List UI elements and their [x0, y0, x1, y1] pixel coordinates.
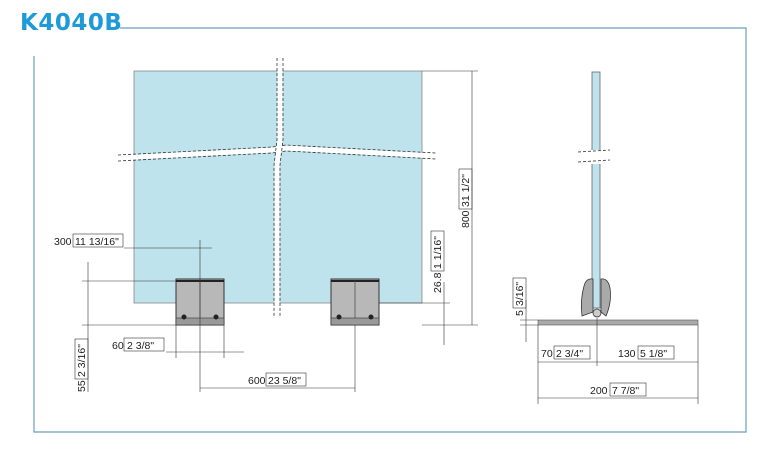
svg-text:55: 55	[76, 380, 88, 392]
svg-text:2 3/16": 2 3/16"	[76, 344, 88, 377]
svg-text:5 1/8": 5 1/8"	[640, 348, 667, 360]
break-line-vertical	[274, 58, 283, 318]
svg-text:26.8: 26.8	[432, 272, 444, 293]
svg-text:23 5/8": 23 5/8"	[268, 375, 301, 387]
drawing-frame	[33, 27, 747, 433]
dim-height-label: 800 31 1/2"	[458, 168, 473, 228]
svg-text:7 7/8": 7 7/8"	[612, 385, 639, 397]
dim-gap-label: 26.8 1 1/16"	[430, 230, 445, 293]
dim-clamp-width-label: 60 2 3/8"	[112, 337, 165, 352]
floor-base	[537, 319, 699, 326]
glass-edge	[591, 71, 601, 309]
break-line-vertical-edges	[273, 58, 284, 318]
dim-clamp-height-label: 55 2 3/16"	[74, 338, 89, 392]
dim-base-label: 5 3/16"	[512, 277, 527, 316]
svg-text:31 1/2": 31 1/2"	[460, 174, 472, 207]
svg-text:200: 200	[590, 385, 608, 397]
product-code-title: K4040B	[20, 10, 123, 36]
side-view: 5 3/16" 70 2 3/4" 130 5 1/8" 200 7 7/8"	[512, 71, 699, 404]
svg-text:5: 5	[514, 310, 526, 316]
side-break	[577, 149, 611, 164]
dim-right-label: 130 5 1/8"	[618, 345, 675, 360]
svg-text:70: 70	[541, 348, 553, 360]
svg-text:1 1/16": 1 1/16"	[432, 236, 444, 269]
svg-text:11 13/16": 11 13/16"	[75, 236, 119, 248]
svg-text:600: 600	[248, 375, 266, 387]
dim-clamp-spacing-label: 600 23 5/8"	[248, 372, 307, 387]
dim-offset-label: 300 11 13/16"	[54, 233, 124, 248]
svg-text:2 3/4": 2 3/4"	[556, 348, 583, 360]
svg-text:130: 130	[618, 348, 636, 360]
svg-text:800: 800	[460, 210, 472, 228]
svg-text:2 3/8": 2 3/8"	[127, 340, 154, 352]
dim-left-label: 70 2 3/4"	[541, 345, 591, 360]
front-view: 300 11 13/16" 60 2 3/8" 600 23 5/8" 800 …	[54, 58, 478, 392]
svg-text:3/16": 3/16"	[514, 282, 526, 306]
svg-text:60: 60	[112, 340, 124, 352]
dim-total-label: 200 7 7/8"	[590, 382, 647, 397]
glass-clamp-right	[330, 278, 380, 326]
svg-text:300: 300	[54, 236, 72, 248]
